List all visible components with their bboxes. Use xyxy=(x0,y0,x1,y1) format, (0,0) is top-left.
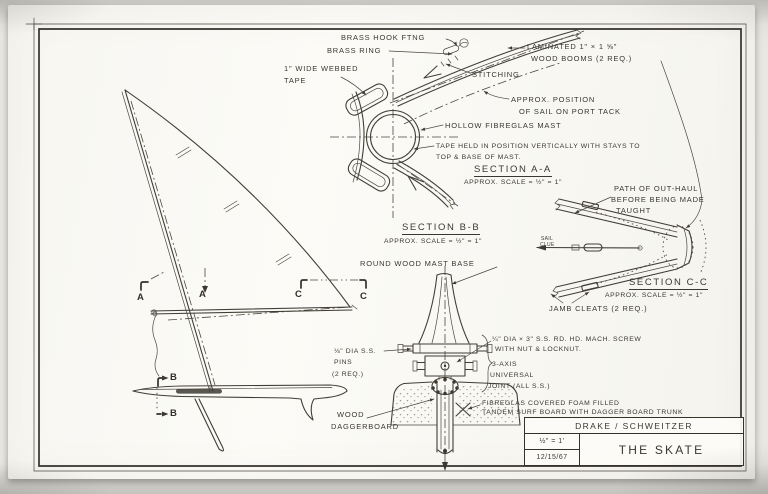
callout-laminated-booms-line1: LAMINATED 1" × 1 ⅝" xyxy=(527,42,618,51)
section-c-leaders xyxy=(551,197,702,303)
callout-machine-screw-line2: WITH NUT & LOCKNUT. xyxy=(495,346,582,353)
callout-universal-joint-line3: JOINT (ALL S.S.) xyxy=(488,383,551,390)
title-block-drawing-title: THE SKATE xyxy=(618,442,705,457)
callout-webbed-tape-line2: TAPE xyxy=(284,76,307,85)
section-b-drawing xyxy=(391,266,520,471)
callout-wood-daggerboard-line2: DAGGERBOARD xyxy=(331,422,399,431)
callout-sail-position-line2: OF SAIL ON PORT TACK xyxy=(519,107,621,116)
callout-sail-clue-line1: SAIL xyxy=(541,236,554,242)
callout-brass-ring: BRASS RING xyxy=(327,46,382,55)
section-a-title: SECTION A-A xyxy=(474,164,552,177)
callout-outhaul-path-line3: TAUGHT xyxy=(616,206,652,215)
title-block-date: 12/15/67 xyxy=(536,454,568,461)
section-a-drawing xyxy=(330,30,584,218)
callout-stitching: STITCHING xyxy=(472,70,520,79)
callout-wood-daggerboard-line1: WOOD xyxy=(337,410,365,419)
callout-universal-joint-line2: UNIVERSAL xyxy=(490,372,534,379)
callout-outhaul-path-line2: BEFORE BEING MADE xyxy=(611,195,705,204)
callout-laminated-booms-line2: WOOD BOOMS (2 REQ.) xyxy=(531,54,633,63)
callout-sail-position-line1: APPROX. POSITION xyxy=(511,95,596,104)
title-block-scale: ½" = 1' xyxy=(525,434,579,450)
callout-round-mast-base: ROUND WOOD MAST BASE xyxy=(360,259,475,268)
title-block: DRAKE / SCHWEITZER ½" = 1' 12/15/67 THE … xyxy=(524,417,744,466)
title-block-designer: DRAKE / SCHWEITZER xyxy=(525,418,743,434)
callout-machine-screw-line1: ¼" DIA × 3" S.S. RD. HD. MACH. SCREW xyxy=(492,336,642,343)
section-b-title: SECTION B-B xyxy=(402,222,481,235)
callout-tape-held-line1: TAPE HELD IN POSITION VERTICALLY WITH ST… xyxy=(436,143,641,150)
section-c-drawing xyxy=(536,61,706,297)
callout-outhaul-path-line1: PATH OF OUT-HAUL xyxy=(614,184,699,193)
callout-pins-line2: PINS xyxy=(334,359,353,366)
border-frame xyxy=(26,18,746,471)
callout-hollow-mast: HOLLOW FIBREGLAS MAST xyxy=(445,121,562,130)
callout-brass-hook-fitting: BRASS HOOK FTNG xyxy=(341,33,426,42)
callout-surfboard-line2: TANDEM SURF BOARD WITH DAGGER BOARD TRUN… xyxy=(482,409,684,416)
cut-marker-a1: A xyxy=(137,292,144,303)
section-b-scale: APPROX. SCALE = ½" = 1" xyxy=(384,238,482,245)
cut-marker-a2: A xyxy=(199,289,206,300)
callout-webbed-tape-line1: 1" WIDE WEBBED xyxy=(284,64,359,73)
callout-surfboard-line1: FIBREGLAS COVERED FOAM FILLED xyxy=(482,400,620,407)
section-a-leaders xyxy=(341,39,525,151)
callout-tape-held-line2: TOP & BASE OF MAST. xyxy=(436,154,521,161)
callout-pins-line1: ⅛" DIA S.S. xyxy=(334,348,377,355)
section-c-scale: APPROX. SCALE = ½" = 1" xyxy=(605,292,703,299)
section-b-leaders xyxy=(367,267,497,418)
cut-marker-c2: C xyxy=(360,291,367,302)
cut-marker-b2: B xyxy=(170,408,177,419)
callout-pins-line3: (2 REQ.) xyxy=(332,371,364,378)
callout-jamb-cleats: JAMB CLEATS (2 REQ.) xyxy=(549,304,648,313)
cut-marker-c1: C xyxy=(295,289,302,300)
callout-sail-clue-line2: CLUE xyxy=(540,242,555,248)
side-view-drawing xyxy=(122,90,366,451)
section-a-scale: APPROX. SCALE = ½" = 1" xyxy=(464,179,562,186)
callout-universal-joint-line1: 3-AXIS xyxy=(492,361,518,368)
section-c-title: SECTION C-C xyxy=(629,277,709,290)
cut-marker-b1: B xyxy=(170,372,177,383)
